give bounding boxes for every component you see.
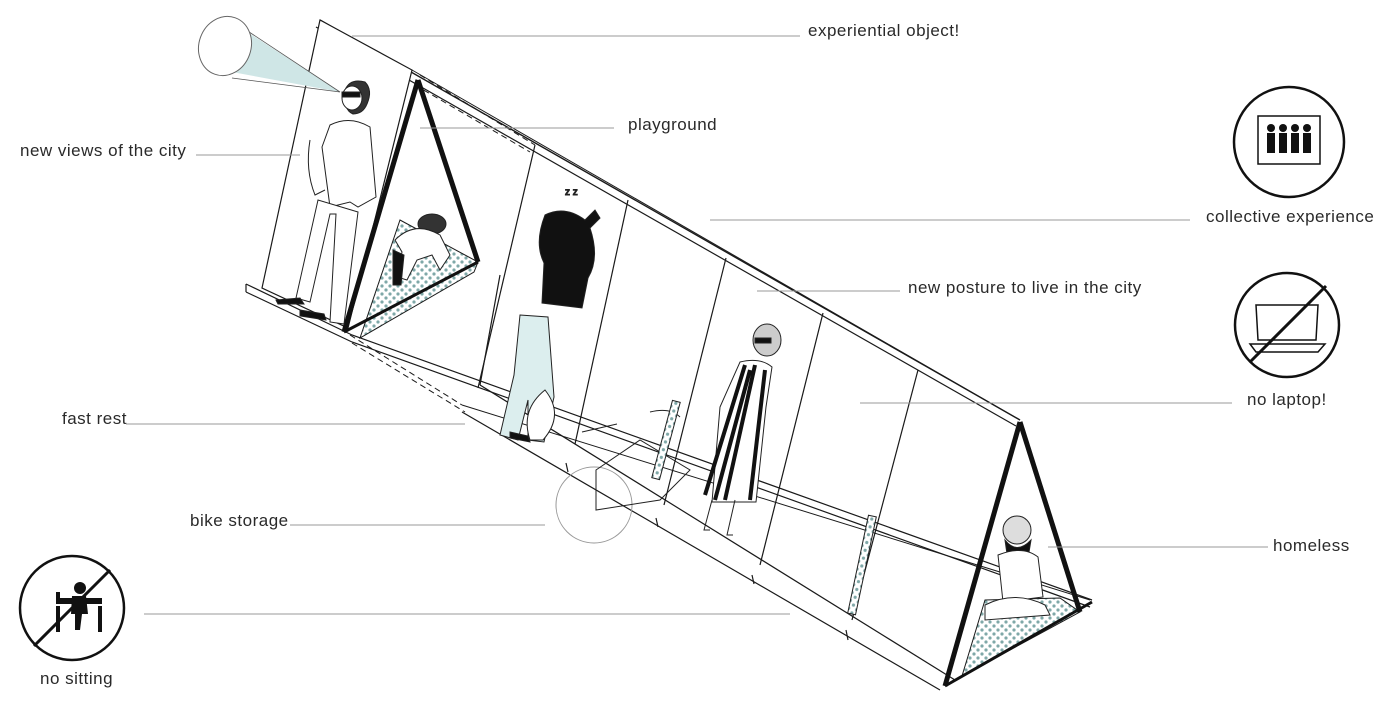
playground-frame [341,79,481,340]
label-bike-storage: bike storage [190,511,289,530]
dashed-guides [349,74,536,413]
label-new-posture: new posture to live in the city [908,278,1142,297]
seated-man [984,515,1051,621]
mat-strip [847,514,877,616]
label-no-sitting: no sitting [40,669,114,688]
vision-cone [198,15,341,93]
label-new-views: new views of the city [20,141,187,160]
no-sitting-icon [18,554,126,662]
label-playground: playground [628,115,718,134]
no-laptop-icon [1233,271,1341,379]
woman-striped-dress [703,323,782,536]
label-collective-experience: collective experience [1206,207,1375,226]
crawling-child [392,213,451,286]
leader-lines [126,35,1268,615]
sleep-marks: z z [565,187,578,198]
bicycle [555,399,691,544]
label-no-laptop: no laptop! [1247,390,1327,409]
label-experiential-object: experiential object! [808,21,960,40]
collective-experience-icon [1232,85,1346,199]
man-with-sunglasses [275,80,377,325]
label-fast-rest: fast rest [62,409,127,428]
stretching-person: z z [499,187,601,443]
label-homeless: homeless [1273,536,1350,555]
